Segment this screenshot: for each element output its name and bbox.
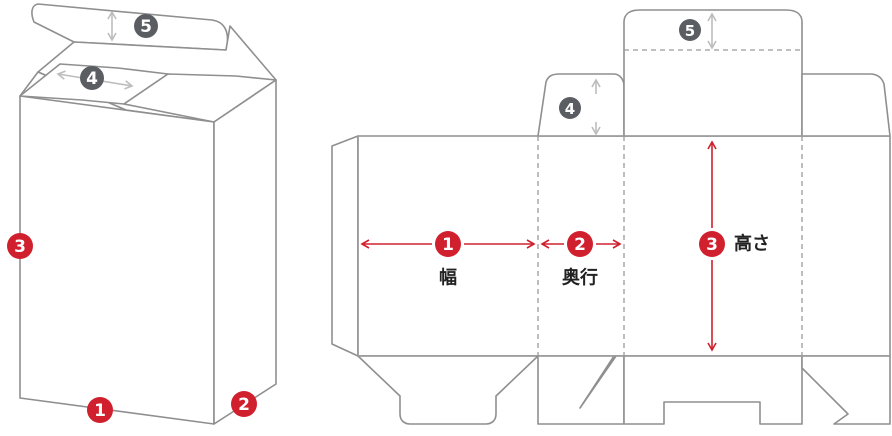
height-label: 高さ [734,233,770,255]
bottom-flap-depth-right [801,355,891,425]
width-label: 幅 [439,267,457,289]
lid-tuck-flap [31,3,229,51]
svg-text:2: 2 [238,395,250,415]
svg-text:4: 4 [86,69,98,89]
svg-text:1: 1 [442,235,454,255]
bottom-flap-height [623,355,803,425]
flat-dieline [331,9,891,425]
svg-text:5: 5 [685,22,695,40]
depth-label: 奥行 [562,267,598,289]
svg-text:2: 2 [574,235,586,255]
bottom-flap-width [357,355,539,425]
badge-3-3d: 3 [7,233,33,259]
glue-flap [331,135,359,357]
svg-text:1: 1 [94,401,106,421]
top-lid [623,9,803,137]
bottom-flap-depth-left [537,355,625,425]
badge-3-flat: 3 [699,231,725,257]
front-face [19,95,215,425]
badge-5-3d: 5 [134,14,158,38]
badge-1-3d: 1 [87,397,113,423]
badge-4-3d: 4 [80,66,104,90]
badge-2-3d: 2 [231,391,257,417]
svg-text:4: 4 [565,100,575,118]
badge-2-flat: 2 [567,231,593,257]
svg-text:3: 3 [706,235,718,255]
svg-text:3: 3 [14,237,26,257]
box-3d-view [19,3,277,425]
badge-5-flat: 5 [679,19,701,41]
side-face [213,79,277,425]
badge-1-flat: 1 [435,231,461,257]
top-flap-right [123,73,277,123]
badge-4-flat: 4 [559,97,581,119]
svg-text:5: 5 [140,17,152,37]
top-dust-flap-right [801,73,891,137]
